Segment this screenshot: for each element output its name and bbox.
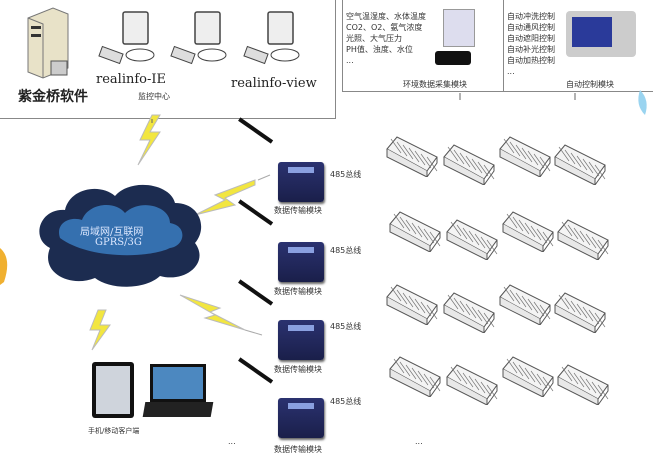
server-icon xyxy=(27,7,69,79)
ellipsis: ... xyxy=(415,437,423,446)
sensor-panel: 空气温湿度、水体温度 CO2、O2、氨气浓度 光照、大气压力 PH值、浊度、水位… xyxy=(342,0,504,92)
greenhouse-icon xyxy=(556,363,610,406)
cloud-label-network: 局域网/互联网 xyxy=(80,227,144,238)
control-line: 自动补光控制 xyxy=(507,45,555,54)
module-label: 数据传输模块 xyxy=(274,445,322,454)
monitor-icon xyxy=(98,11,155,65)
network-cloud xyxy=(39,184,202,287)
controller-device-image xyxy=(566,11,636,57)
bus-label: 485总线 xyxy=(330,246,362,255)
module-label: 数据传输模块 xyxy=(274,365,322,374)
monitor-icon xyxy=(170,11,227,65)
greenhouse-icon xyxy=(445,363,499,406)
lightning-icon xyxy=(137,114,161,166)
greenhouse-icon xyxy=(385,135,439,178)
control-line: 自动加热控制 xyxy=(507,56,555,65)
greenhouse-icon xyxy=(442,143,496,186)
sensor-panel-title: 环境数据采集模块 xyxy=(403,80,467,89)
monitoring-center-box: 紫金桥软件 realinfo-IE 监控中心 realinfo-view xyxy=(0,0,336,119)
sensor-line: 光照、大气压力 xyxy=(346,34,402,43)
sensor-line: 空气温湿度、水体温度 xyxy=(346,12,426,21)
control-panel-title: 自动控制模块 xyxy=(566,80,614,89)
monitoring-center-label: 监控中心 xyxy=(138,92,170,101)
greenhouse-icon xyxy=(388,210,442,253)
module-label: 数据传输模块 xyxy=(274,206,322,215)
sensor-line: CO2、O2、氨气浓度 xyxy=(346,23,423,32)
lightning-icon xyxy=(194,179,256,216)
greenhouse-icon xyxy=(498,283,552,326)
sensor-line: PH值、浊度、水位 xyxy=(346,45,413,54)
server-label: 紫金桥软件 xyxy=(18,89,88,105)
client-label-view: realinfo-view xyxy=(231,76,317,91)
module-label: 数据传输模块 xyxy=(274,287,322,296)
lightning-icon xyxy=(89,309,111,351)
control-line: 自动遮阳控制 xyxy=(507,34,555,43)
greenhouse-icon xyxy=(388,355,442,398)
greenhouse-icon xyxy=(445,218,499,261)
mobile-client-label: 手机/移动客户端 xyxy=(88,427,140,435)
greenhouse-icon xyxy=(385,283,439,326)
sensor-line: ... xyxy=(346,56,354,65)
greenhouse-icon xyxy=(442,291,496,334)
sensor-device-image xyxy=(443,9,475,47)
control-line: 自动冲洗控制 xyxy=(507,12,555,21)
greenhouse-icon xyxy=(553,291,607,334)
laptop-base xyxy=(142,402,214,417)
bus-label: 485总线 xyxy=(330,397,362,406)
lightning-icon xyxy=(179,294,246,331)
greenhouse-icon xyxy=(501,355,555,398)
greenhouse-icon xyxy=(556,218,610,261)
monitor-icon xyxy=(243,11,300,65)
control-panel: 自动冲洗控制 自动通风控制 自动遮阳控制 自动补光控制 自动加热控制 ... 自… xyxy=(503,0,653,92)
ellipsis: ... xyxy=(228,437,236,446)
greenhouse-icon xyxy=(553,143,607,186)
bus-label: 485总线 xyxy=(330,170,362,179)
cloud-label-gprs: GPRS/3G xyxy=(95,237,142,248)
laptop-icon xyxy=(150,364,206,402)
tablet-icon xyxy=(92,362,134,418)
bus-label: 485总线 xyxy=(330,322,362,331)
sensor-probe-image xyxy=(435,51,471,65)
client-label-ie: realinfo-IE xyxy=(96,72,167,87)
greenhouse-icon xyxy=(498,135,552,178)
greenhouse-icon xyxy=(501,210,555,253)
control-line: 自动通风控制 xyxy=(507,23,555,32)
control-line: ... xyxy=(507,67,515,76)
